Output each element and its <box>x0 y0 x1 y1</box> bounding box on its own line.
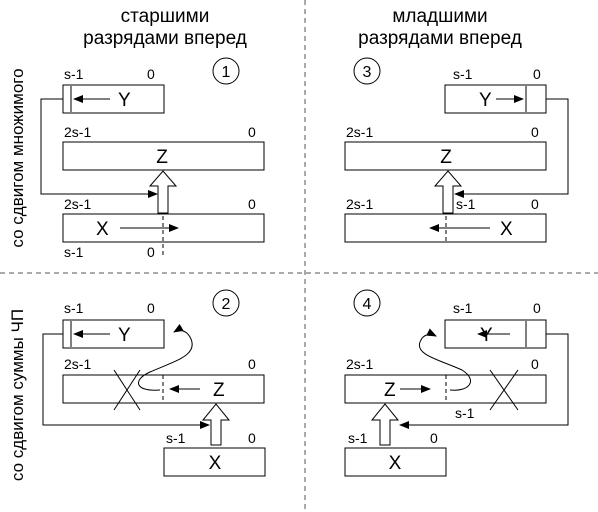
register-x-label: X <box>500 219 513 240</box>
quadrant-2: 2 s-1 0 Y 2s-1 0 Z s-1 0 X <box>42 289 266 477</box>
adder-arrow <box>370 403 400 446</box>
label-s-1: s-1 <box>456 196 476 212</box>
side-label-bottom: со сдвигом суммы ЧП <box>8 309 27 481</box>
quadrant-number-circle <box>353 57 381 85</box>
quadrant-3: 3 s-1 0 Y 2s-1 0 Z 2s-1 s-1 0 X <box>344 57 569 243</box>
label-s-1: s-1 <box>64 300 84 316</box>
register-x <box>163 447 266 477</box>
label-0: 0 <box>147 244 155 260</box>
label-0: 0 <box>531 196 539 212</box>
label-2s-1: 2s-1 <box>64 124 91 140</box>
header-right-line2: разрядами вперед <box>358 28 522 49</box>
curved-transfer-arrow <box>418 328 471 391</box>
label-s-1: s-1 <box>64 66 84 82</box>
label-2s-1: 2s-1 <box>346 356 373 372</box>
label-0: 0 <box>533 66 541 82</box>
feedback-line <box>399 333 569 429</box>
register-x-label: X <box>209 453 222 474</box>
label-s-1: s-1 <box>166 430 186 446</box>
label-s-1: s-1 <box>455 405 475 421</box>
register-x <box>344 447 447 477</box>
register-z <box>62 141 265 171</box>
label-0: 0 <box>147 66 155 82</box>
cross-mark <box>489 369 519 411</box>
quadrant-number-circle <box>212 289 240 317</box>
label-0: 0 <box>248 430 256 446</box>
curved-transfer-arrow <box>138 323 193 391</box>
register-z <box>344 141 547 171</box>
header-right-line1: младшими <box>392 6 487 27</box>
header-left-line2: разрядами вперед <box>83 28 247 49</box>
quadrant-number-circle <box>353 289 381 317</box>
register-x-label: X <box>96 219 109 240</box>
label-0: 0 <box>533 300 541 316</box>
register-z-label: Z <box>440 147 452 168</box>
register-y-label: Y <box>118 325 131 346</box>
label-0: 0 <box>430 430 438 446</box>
adder-arrow <box>148 170 178 214</box>
feedback-line <box>42 333 210 429</box>
register-y-label: Y <box>479 90 492 111</box>
label-0: 0 <box>531 356 539 372</box>
quadrant-number-circle <box>212 57 240 85</box>
quadrant-1: 1 s-1 0 Y 2s-1 0 Z 2s-1 0 X s-1 0 <box>40 57 265 260</box>
label-2s-1: 2s-1 <box>346 124 373 140</box>
feedback-line <box>40 98 158 198</box>
label-s-1: s-1 <box>453 66 473 82</box>
label-0: 0 <box>248 356 256 372</box>
feedback-line <box>454 98 569 198</box>
quadrant-number-1: 1 <box>222 64 231 81</box>
header-left-line1: старшими <box>121 6 210 27</box>
cross-mark <box>113 369 141 411</box>
register-y-label: Y <box>118 90 131 111</box>
quadrant-4: 4 s-1 0 Y 2s-1 0 Z s-1 s-1 0 X <box>344 289 569 477</box>
label-2s-1: 2s-1 <box>64 356 91 372</box>
label-s-1: s-1 <box>453 300 473 316</box>
quadrant-number-4: 4 <box>363 296 372 313</box>
register-z-label: Z <box>156 147 168 168</box>
register-y <box>444 84 547 114</box>
quadrant-number-2: 2 <box>222 296 231 313</box>
quadrant-number-3: 3 <box>363 64 372 81</box>
label-2s-1: 2s-1 <box>64 196 91 212</box>
register-z-label: Z <box>213 380 225 401</box>
label-0: 0 <box>248 196 256 212</box>
adder-arrow <box>433 170 463 214</box>
register-z-label: Z <box>384 380 396 401</box>
register-y-label: Y <box>480 325 493 346</box>
label-2s-1: 2s-1 <box>346 196 373 212</box>
adder-arrow <box>201 403 231 446</box>
label-s-1: s-1 <box>64 244 84 260</box>
side-label-top: со сдвигом множимого <box>8 68 27 247</box>
label-0: 0 <box>531 124 539 140</box>
label-0: 0 <box>248 124 256 140</box>
label-0: 0 <box>147 300 155 316</box>
register-x-label: X <box>389 453 402 474</box>
label-s-1: s-1 <box>348 430 368 446</box>
